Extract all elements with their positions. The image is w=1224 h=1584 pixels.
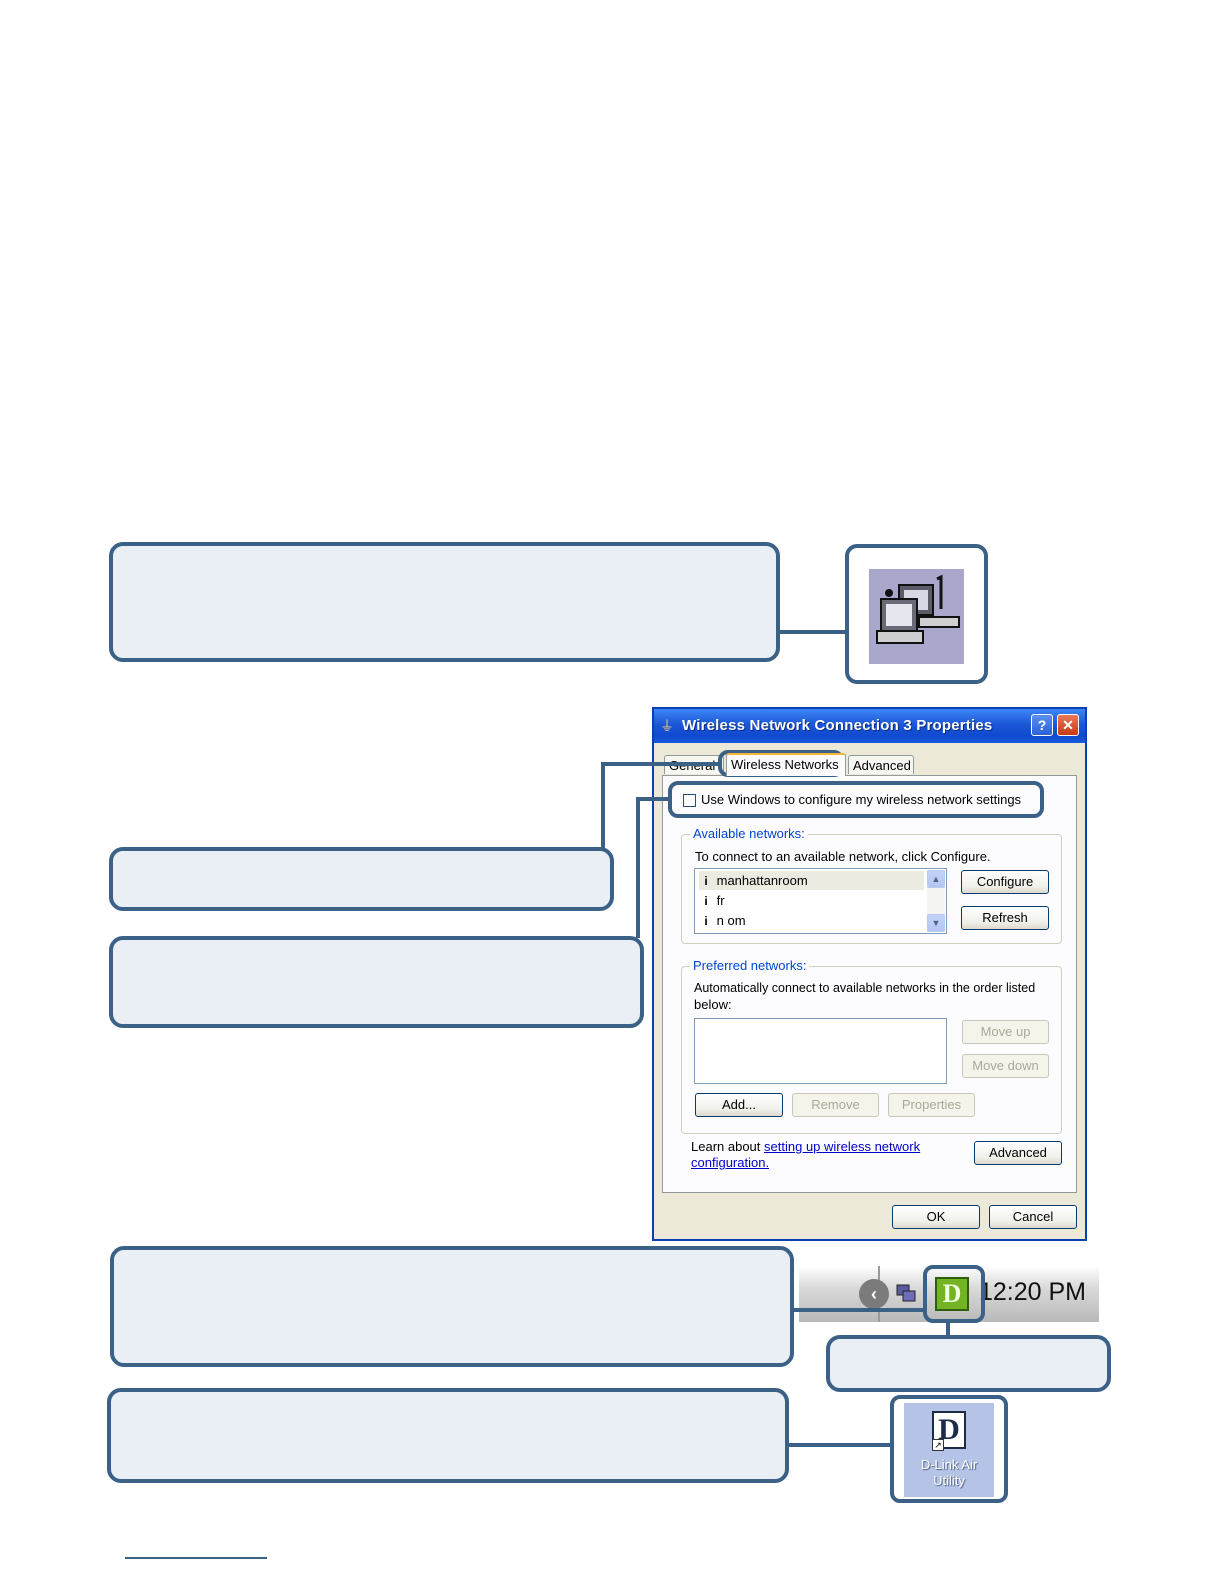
help-button[interactable]: ? [1031, 714, 1053, 736]
wireless-networks-panel: Use Windows to configure my wireless net… [662, 775, 1077, 1193]
setup-wireless-link-line-2[interactable]: configuration. [691, 1155, 770, 1170]
callout-connector-3-horizontal [636, 797, 670, 801]
available-instruction: To connect to an available network, clic… [695, 849, 991, 864]
list-item[interactable]: i manhattanroom [699, 871, 924, 890]
dialog-title: Wireless Network Connection 3 Properties [682, 717, 993, 734]
preferred-networks-title: Preferred networks: [690, 958, 810, 973]
taskbar-clock[interactable]: 12:20 PM [979, 1278, 1087, 1306]
ok-button[interactable]: OK [892, 1205, 980, 1229]
available-networks-list[interactable]: i manhattanroom i fr i n om ▲ ▼ [694, 868, 947, 934]
network-tray-icon[interactable] [895, 1282, 917, 1304]
dlink-utility-tray-icon[interactable]: D [935, 1277, 969, 1311]
preferred-instruction-line-1: Automatically connect to available netwo… [694, 981, 1036, 995]
wireless-network-icon: i [704, 874, 708, 888]
properties-button[interactable]: Properties [888, 1093, 975, 1117]
callout-connector-2-horizontal [601, 762, 720, 766]
network-name: n om [716, 913, 746, 928]
list-item[interactable]: i n om [699, 911, 924, 930]
wireless-network-icon: i [704, 894, 708, 908]
setup-wireless-link[interactable]: setting up wireless network [764, 1139, 921, 1154]
preferred-networks-group: Preferred networks: Automatically connec… [681, 958, 1062, 1134]
system-tray: ‹ D 12:20 PM [799, 1266, 1099, 1322]
close-button[interactable]: ✕ [1057, 714, 1079, 736]
tab-wireless-networks[interactable]: Wireless Networks [726, 753, 846, 776]
network-name: fr [716, 893, 725, 908]
callout-connector-3-vertical [636, 797, 640, 938]
list-scrollbar[interactable]: ▲ ▼ [927, 870, 945, 932]
use-windows-checkbox[interactable] [683, 794, 696, 807]
scroll-down-icon[interactable]: ▼ [927, 914, 945, 932]
learn-about-prefix: Learn about [691, 1139, 761, 1154]
scroll-up-icon[interactable]: ▲ [927, 870, 945, 888]
callout-connector-4 [792, 1308, 925, 1312]
wireless-properties-dialog: ⏚ Wireless Network Connection 3 Properti… [652, 707, 1087, 1241]
network-icon-frame [845, 544, 988, 684]
callout-box-3 [109, 936, 644, 1028]
remove-button[interactable]: Remove [792, 1093, 879, 1117]
shortcut-arrow-icon: ↗ [932, 1439, 944, 1451]
refresh-button[interactable]: Refresh [961, 906, 1049, 930]
dialog-titlebar: ⏚ Wireless Network Connection 3 Properti… [654, 709, 1085, 743]
callout-connector-5 [946, 1321, 950, 1337]
dlink-tray-letter: D [942, 1279, 962, 1308]
footer-rule [125, 1557, 267, 1559]
highlight-use-windows-checkbox [668, 781, 1044, 818]
desktop-icon-label: D-Link Air Utility [904, 1457, 994, 1489]
callout-box-2 [109, 847, 614, 911]
move-down-button[interactable]: Move down [962, 1054, 1049, 1078]
preferred-networks-list[interactable] [694, 1018, 947, 1084]
add-button[interactable]: Add... [695, 1093, 783, 1117]
callout-connector-1 [778, 630, 848, 634]
network-connection-icon: ⏚ [660, 718, 674, 734]
callout-connector-2-vertical [601, 762, 605, 849]
callout-box-1 [109, 542, 780, 662]
move-up-button[interactable]: Move up [962, 1020, 1049, 1044]
desktop-icon-label-line-1: D-Link Air [920, 1457, 978, 1472]
wireless-network-icon: i [704, 914, 708, 928]
tab-advanced[interactable]: Advanced [848, 755, 914, 774]
callout-box-6 [107, 1388, 789, 1483]
available-networks-group: Available networks: To connect to an ava… [681, 826, 1062, 944]
callout-connector-6 [787, 1443, 894, 1447]
highlight-desktop-icon [890, 1395, 1008, 1503]
preferred-instruction-line-2: below: [694, 997, 732, 1012]
show-hidden-icons-icon[interactable]: ‹ [859, 1279, 889, 1309]
callout-box-4 [110, 1246, 794, 1367]
dlink-air-utility-desktop-icon[interactable]: D ↗ D-Link Air Utility [904, 1403, 994, 1497]
available-networks-title: Available networks: [690, 826, 808, 841]
learn-about-line-1: Learn about setting up wireless network [691, 1139, 920, 1154]
network-connections-icon [869, 569, 964, 664]
network-name: manhattanroom [716, 873, 808, 888]
configure-button[interactable]: Configure [961, 870, 1049, 894]
use-windows-label[interactable]: Use Windows to configure my wireless net… [701, 792, 1022, 807]
desktop-icon-label-line-2: Utility [933, 1473, 965, 1488]
advanced-button[interactable]: Advanced [974, 1141, 1062, 1165]
callout-box-5 [826, 1335, 1111, 1392]
list-item[interactable]: i fr [699, 891, 924, 910]
cancel-button[interactable]: Cancel [989, 1205, 1077, 1229]
highlight-tray-icon [923, 1265, 985, 1323]
